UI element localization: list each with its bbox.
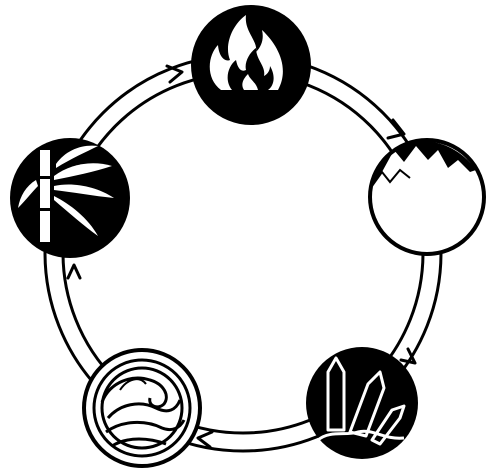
earth-node	[370, 140, 484, 254]
water-node	[84, 350, 200, 466]
metal-node	[306, 347, 418, 459]
arrow-earth-to-metal	[401, 349, 415, 363]
fire-node	[191, 5, 311, 125]
arrow-wood-to-fire	[167, 66, 182, 82]
wood-node	[10, 138, 130, 258]
arrow-metal-to-water	[198, 432, 212, 447]
arrow-water-to-wood	[68, 265, 80, 278]
